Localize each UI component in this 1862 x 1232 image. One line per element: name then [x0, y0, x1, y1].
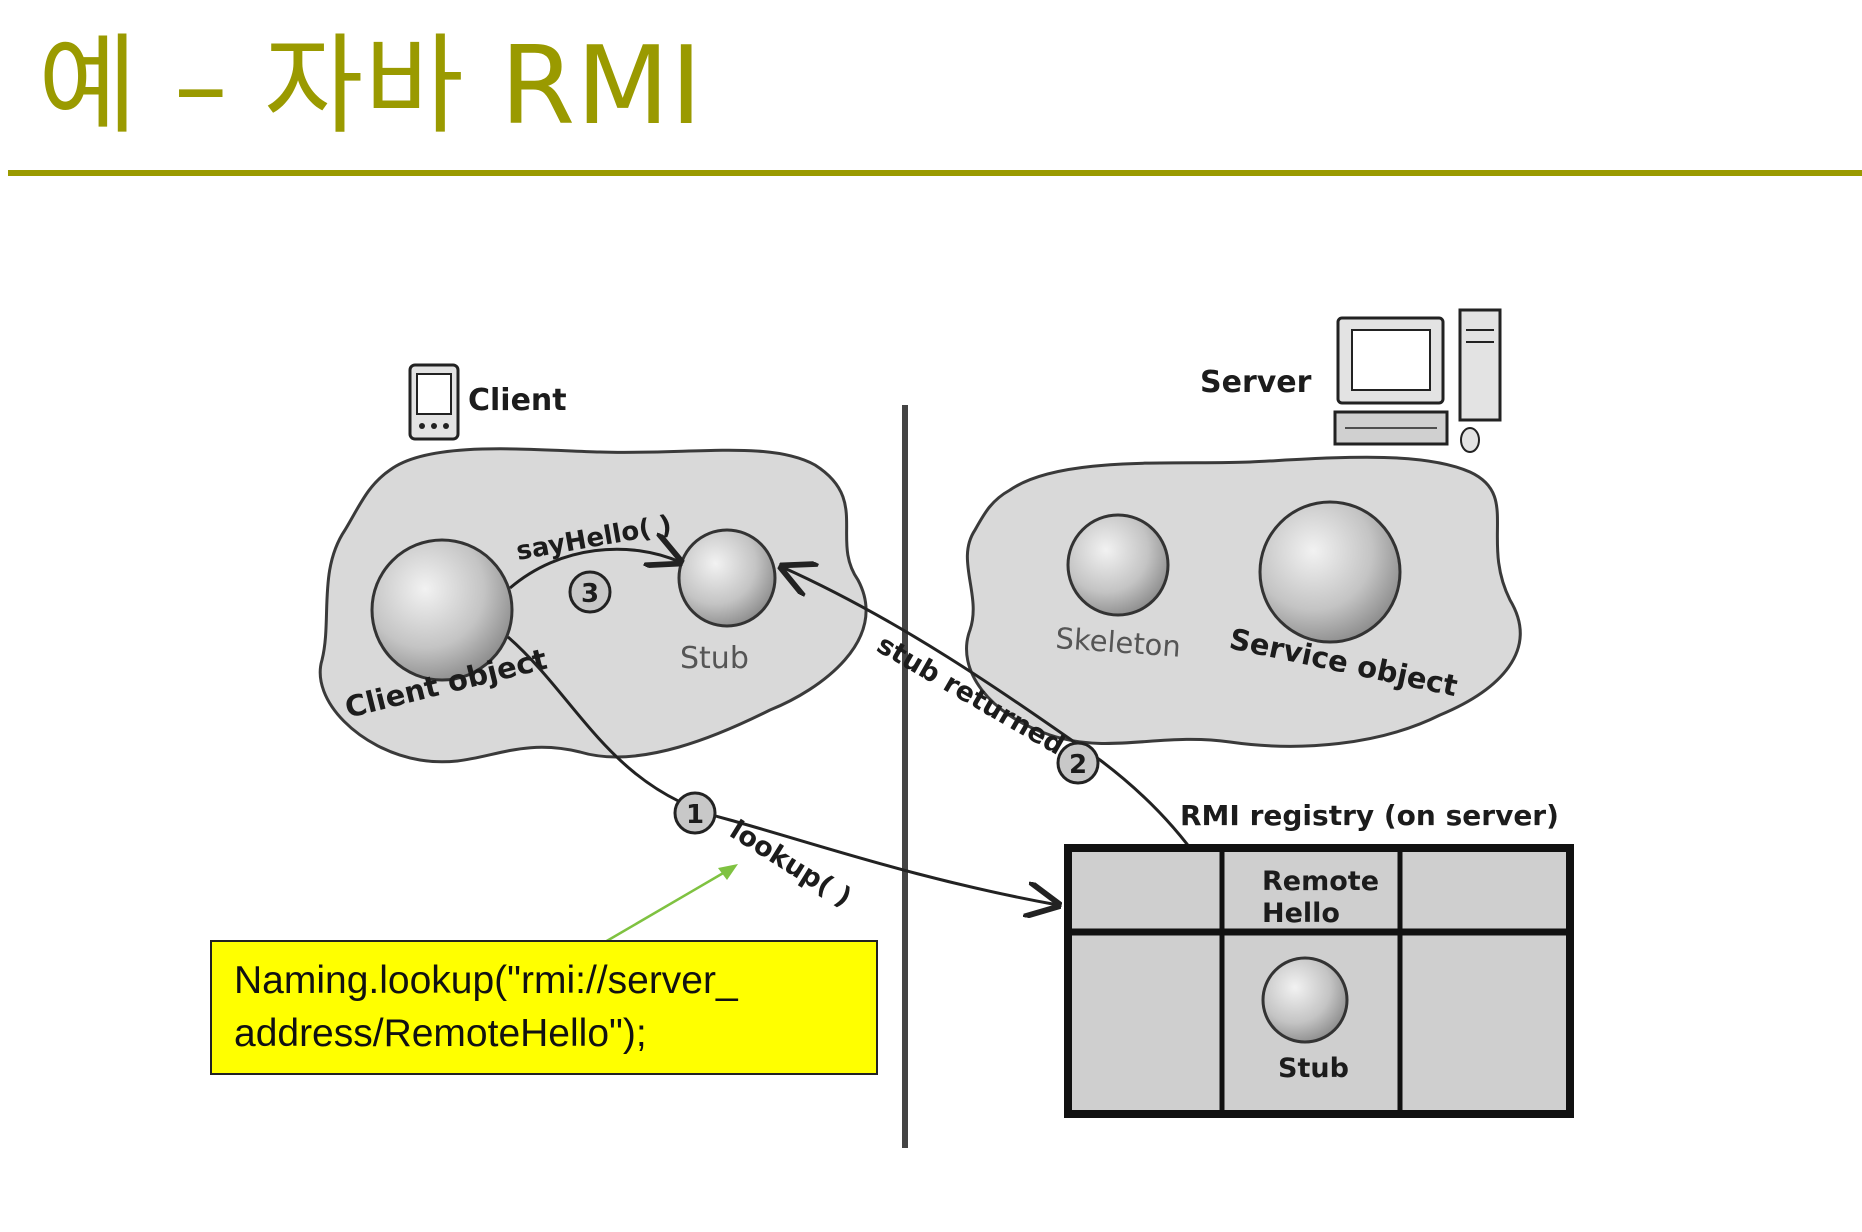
service-object-sphere [1258, 500, 1402, 644]
registry-label: RMI registry (on server) [1180, 799, 1559, 832]
client-object-sphere [370, 538, 514, 682]
client-stub-label: Stub [680, 641, 749, 676]
callout-line-1: Naming.lookup("rmi://server_ [234, 959, 738, 1002]
pda-icon [408, 363, 460, 441]
callout-connector-arrowhead [718, 864, 738, 880]
client-label: Client [468, 383, 567, 418]
svg-text:1: 1 [686, 800, 704, 830]
svg-text:3: 3 [581, 579, 599, 609]
step-3-badge: 3 [568, 570, 612, 614]
slide-title: 예 – 자바 RMI [38, 24, 704, 149]
callout-connector [604, 870, 726, 944]
say-hello-arrow [509, 549, 680, 590]
skeleton-sphere [1066, 513, 1170, 617]
desktop-computer-icon [1333, 308, 1502, 453]
callout-line-2: address/RemoteHello"); [234, 1012, 647, 1055]
registry-stub-sphere [1261, 956, 1349, 1044]
lookup-arrow [507, 635, 1058, 905]
naming-lookup-callout: Naming.lookup("rmi://server_ address/Rem… [210, 940, 878, 1075]
step-2-badge: 2 [1056, 741, 1100, 785]
svg-text:2: 2 [1069, 750, 1087, 780]
registry-entry-name-line2: Hello [1262, 898, 1340, 929]
client-stub-sphere [677, 528, 777, 628]
server-label: Server [1200, 365, 1312, 400]
registry-entry-name-line1: Remote [1262, 866, 1379, 897]
step-1-badge: 1 [673, 791, 717, 835]
lookup-label: lookup( ) [724, 815, 857, 914]
registry-stub-label: Stub [1278, 1053, 1349, 1084]
title-divider [8, 170, 1862, 176]
server-cloud [965, 455, 1522, 748]
